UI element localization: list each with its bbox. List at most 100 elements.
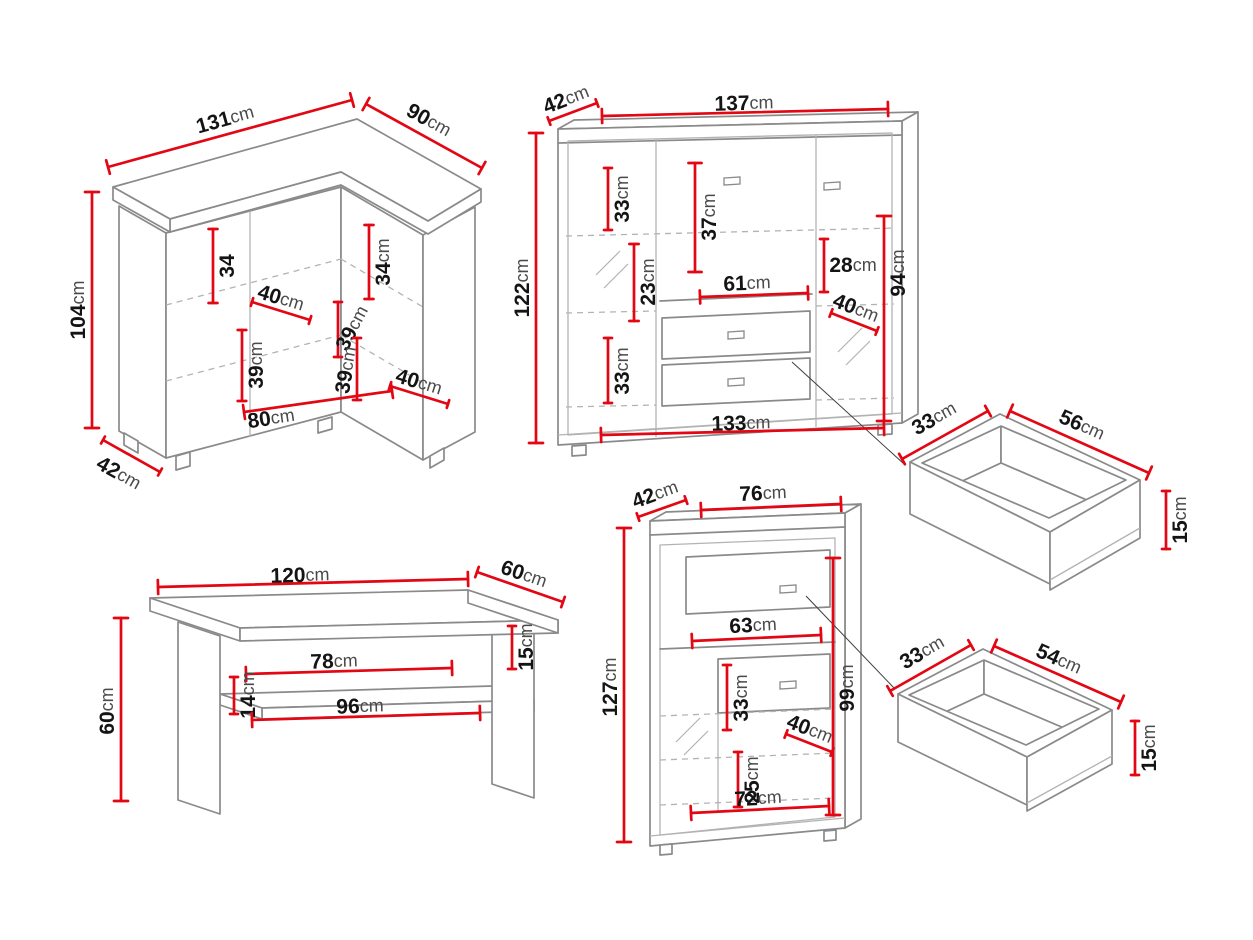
dimension-line — [559, 595, 567, 609]
svg-text:15cm: 15cm — [1169, 496, 1192, 543]
svg-text:42cm: 42cm — [540, 80, 592, 118]
dimension-line — [101, 438, 162, 474]
cabinet-top-drawer-front — [685, 549, 831, 615]
drawer-large-body — [909, 413, 1141, 591]
coffee-table-body — [149, 589, 559, 815]
dimension-line — [829, 746, 835, 758]
dim-table-shelf-gap: 14cm — [228, 671, 260, 719]
svg-text:42cm: 42cm — [629, 475, 681, 513]
dimension-line — [475, 570, 565, 604]
foot — [317, 416, 333, 434]
dimension-line — [992, 644, 1123, 704]
dimension-line — [546, 115, 552, 127]
dimension-line — [241, 403, 247, 421]
foot — [659, 843, 673, 856]
dim-cabinet-inner-width-upper: 63cm — [690, 612, 823, 650]
glass-mark — [683, 730, 709, 756]
foot — [823, 829, 837, 842]
corner-top-slab-left-band — [112, 186, 171, 233]
dimension-line — [156, 577, 470, 589]
dim-table-width: 120cm — [156, 563, 470, 596]
svg-text:80cm: 80cm — [246, 403, 296, 433]
dimension-line — [242, 389, 394, 414]
foot — [123, 432, 139, 454]
svg-text:137cm: 137cm — [714, 91, 774, 115]
tall-cabinet-body — [649, 503, 862, 856]
coffee-table: 120cm 60cm 60cm 15cm 78cm 14cm 96cm — [96, 555, 567, 815]
dim-cabinet-shelf-height: 33cm — [721, 663, 753, 732]
dimension-line — [885, 684, 895, 698]
hidden-shelf-line — [659, 797, 836, 806]
dim-cabinet-lower-shelf-height: 25cm — [732, 750, 764, 809]
dimension-line — [635, 511, 641, 523]
glass-mark — [603, 263, 629, 289]
corner-left-end-face — [118, 205, 167, 459]
svg-text:34: 34 — [216, 254, 239, 278]
dimension-line — [348, 91, 356, 109]
dimension-line — [388, 384, 450, 406]
cabinet-inner-frame — [659, 537, 836, 836]
dimension-line — [966, 638, 976, 652]
glass-mark — [837, 327, 863, 353]
svg-text:25cm: 25cm — [741, 756, 764, 803]
dimension-line — [445, 398, 451, 410]
dim-sideboard-depth: 42cm — [540, 80, 600, 127]
dimension-line — [106, 98, 354, 169]
tall-cabinet-hidden-lines — [659, 708, 836, 806]
glass-mark — [675, 717, 701, 743]
sideboard-hidden-lines — [565, 227, 895, 408]
dimension-line — [829, 311, 879, 333]
svg-text:131cm: 131cm — [193, 100, 256, 138]
dimension-line — [690, 632, 694, 650]
dimension-line — [99, 435, 107, 445]
dim-corner-shelf-left-lower: 39cm — [236, 328, 268, 403]
dim-cabinet-inner-height: 99cm — [824, 556, 859, 817]
dimension-line — [364, 102, 484, 170]
drawer-front-panel — [1049, 479, 1141, 591]
svg-text:99cm: 99cm — [836, 664, 859, 711]
cabinet-plinth-line — [649, 817, 846, 837]
dim-sideboard-shelf-left-middle: 23cm — [628, 242, 660, 323]
dimension-line — [897, 452, 907, 466]
dimension-line — [477, 160, 487, 176]
dim-sideboard-width: 137cm — [600, 91, 890, 125]
glass-mark — [845, 340, 871, 366]
dim-sideboard-shelf-left-lower: 33cm — [602, 336, 634, 405]
tall-cabinet: 42cm 76cm 127cm 63cm 99cm 33cm 40cm 25cm… — [599, 475, 895, 856]
svg-text:61cm: 61cm — [723, 271, 771, 296]
dim-sideboard-middle-width: 61cm — [698, 271, 810, 305]
dimension-line — [307, 314, 313, 326]
dimension-line — [389, 382, 395, 400]
drawer-large: 33cm 56cm 15cm — [897, 398, 1192, 591]
dimension-line — [683, 494, 689, 506]
dimension-line — [594, 97, 600, 109]
dimension-line — [698, 291, 810, 299]
dim-sideboard-inner-width: 133cm — [599, 411, 886, 444]
drawer-front-panel — [1026, 709, 1113, 812]
foot — [571, 444, 587, 457]
dim-sideboard-shelf-left-upper: 33cm — [602, 166, 634, 232]
hidden-shelf-line — [165, 334, 342, 382]
dim-table-inner-width-upper: 78cm — [244, 649, 454, 683]
hidden-shelf-line — [165, 258, 342, 306]
cabinet-middle-drawer-front — [717, 653, 831, 714]
dimension-line — [636, 498, 688, 519]
dimension-line — [104, 158, 112, 176]
dimension-line — [690, 633, 823, 643]
svg-text:63cm: 63cm — [729, 612, 777, 637]
dim-sideboard-middle-top-height: 37cm — [687, 161, 721, 274]
svg-text:33cm: 33cm — [896, 630, 949, 673]
svg-text:78cm: 78cm — [310, 649, 358, 673]
svg-text:54cm: 54cm — [1033, 639, 1086, 679]
dimension-line — [250, 300, 312, 322]
svg-text:15cm: 15cm — [1138, 724, 1161, 771]
dim-corner-inner-width: 80cm — [241, 382, 395, 433]
dimension-line — [1116, 694, 1126, 710]
dim-sideboard-shelf-right: 28cm — [818, 237, 877, 294]
drawer-small-body — [897, 648, 1113, 812]
dimension-line — [983, 404, 993, 418]
table-left-leg — [177, 621, 221, 815]
glass-mark — [595, 250, 621, 276]
dimension-line — [827, 797, 831, 815]
